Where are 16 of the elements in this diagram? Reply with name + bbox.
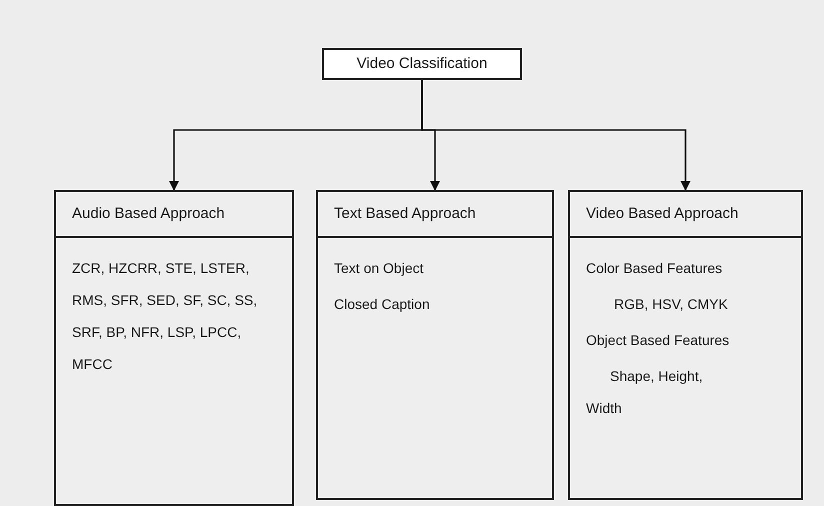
feature-text: Text on Object <box>334 259 424 278</box>
category-heading: Video Based Approach <box>586 204 738 224</box>
feature-text: ZCR, HZCRR, STE, LSTER, RMS, SFR, SED, SF, SC, SS, SRF, BP, NFR, LSP, LPCC, MFCC <box>72 259 258 374</box>
arrow <box>421 80 690 191</box>
category-heading: Audio Based Approach <box>72 204 225 224</box>
feature-text: Object Based Features <box>586 331 730 350</box>
feature-text: RGB, HSV, CMYK <box>613 295 729 314</box>
node-title: Video Classification <box>356 54 488 74</box>
category-heading: Text Based Approach <box>334 204 476 224</box>
feature-text: Closed Caption <box>334 295 431 314</box>
category-box <box>316 190 554 500</box>
feature-text: Shape, Height, Width <box>586 367 704 418</box>
root-box <box>322 48 522 80</box>
category-box <box>568 190 803 500</box>
feature-text: Color Based Features <box>586 259 724 278</box>
category-box <box>54 190 294 506</box>
